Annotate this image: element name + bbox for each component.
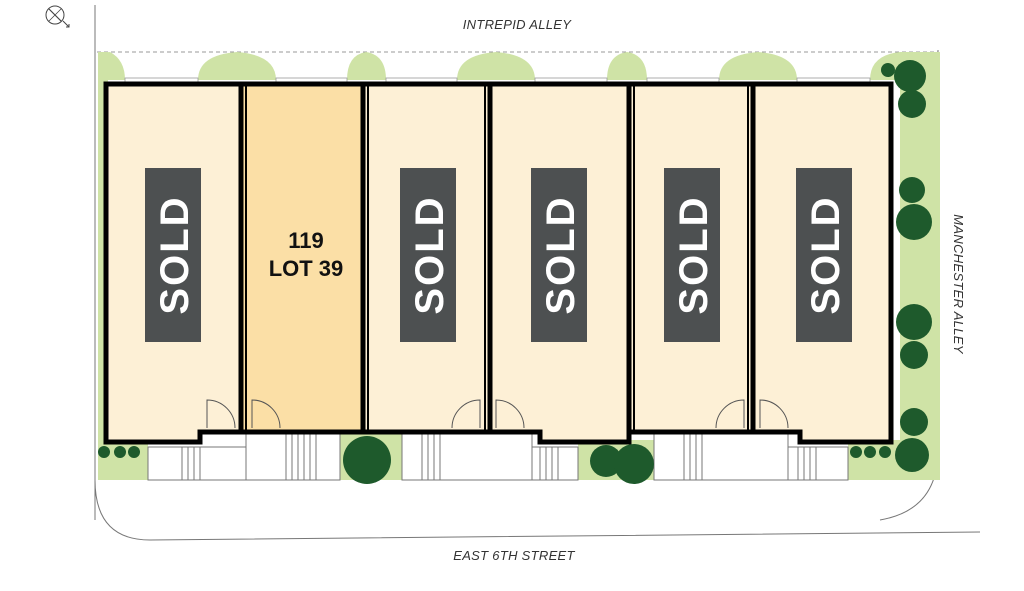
- street-label-bottom: EAST 6TH STREET: [453, 548, 575, 563]
- lot-3[interactable]: SOLD: [360, 81, 493, 435]
- north-arrow-icon: [45, 5, 70, 28]
- sold-label-3: SOLD: [408, 195, 452, 314]
- lot-number: 119: [288, 228, 324, 253]
- sold-badge-6: [796, 168, 852, 342]
- sold-label-4: SOLD: [539, 195, 583, 314]
- sold-badge-3: [400, 168, 456, 342]
- lots-group: SOLD 119 LOT 39 SOLD SOLD SOLD: [103, 81, 894, 445]
- lot-6[interactable]: SOLD: [750, 81, 894, 445]
- lot-2[interactable]: 119 LOT 39: [238, 81, 366, 435]
- lot-name: LOT 39: [269, 256, 344, 281]
- lot-1[interactable]: SOLD: [103, 81, 244, 445]
- party-walls: [245, 84, 749, 432]
- door-swings: [206, 399, 789, 429]
- trees: [98, 60, 932, 484]
- lot-5[interactable]: SOLD: [626, 81, 756, 435]
- lot-4[interactable]: SOLD: [487, 81, 632, 445]
- lot-2-footprint: [238, 81, 366, 435]
- front-steps: [147, 431, 849, 481]
- street-label-right: MANCHESTER ALLEY: [951, 214, 966, 354]
- sold-label-1: SOLD: [153, 195, 197, 314]
- sold-label-5: SOLD: [672, 195, 716, 314]
- sold-label-6: SOLD: [804, 195, 848, 314]
- sold-badge-1: [145, 168, 201, 342]
- sold-badge-4: [531, 168, 587, 342]
- street-label-top: INTREPID ALLEY: [463, 17, 573, 32]
- sold-badge-5: [664, 168, 720, 342]
